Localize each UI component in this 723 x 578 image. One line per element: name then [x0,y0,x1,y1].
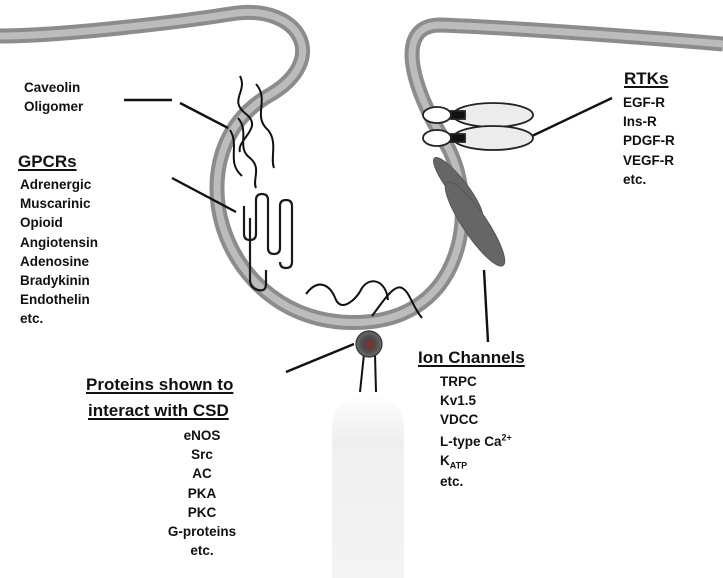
csd-protein [332,331,404,578]
csd-proteins-list: eNOS Src AC PKA PKC G-proteins etc. [140,426,264,560]
ion-channel [428,153,513,273]
csd-protein-item: etc. [140,541,264,560]
rtk-item: EGF-R [623,93,675,112]
caveolin-label-line1: Caveolin [24,78,80,97]
csd-protein-item: Src [140,445,264,464]
katp-sub: ATP [450,461,467,471]
ca-text: L-type Ca [440,434,502,449]
gpcrs-heading: GPCRs [18,151,77,172]
gpcr-item: Endothelin [20,290,98,309]
rtk-item: PDGF-R [623,131,675,150]
ion-channel-item: VDCC [440,410,512,429]
gpcr-item: Bradykinin [20,271,98,290]
rtk-item: Ins-R [623,112,675,131]
ion-channel-item: TRPC [440,372,512,391]
rtks-heading: RTKs [624,68,668,89]
csd-protein-item: AC [140,464,264,483]
ion-channel-item-ca: L-type Ca2+ [440,432,512,451]
ca-sup: 2+ [502,432,512,442]
ion-channel-item-katp: KATP [440,451,512,470]
csd-protein-item: PKC [140,503,264,522]
ion-channels-heading: Ion Channels [418,347,525,368]
csd-heading-line2: interact with CSD [88,400,229,421]
rtk-item: VEGF-R [623,151,675,170]
plasma-membrane [0,12,723,322]
csd-protein-item: PKA [140,484,264,503]
rtks-list: EGF-R Ins-R PDGF-R VEGF-R etc. [623,93,675,189]
ion-channel-item: Kv1.5 [440,391,512,410]
katp-text: K [440,453,450,468]
gpcr-item: Angiotensin [20,233,98,252]
csd-protein-item: G-proteins [140,522,264,541]
csd-heading-line1: Proteins shown to [86,374,233,395]
csd-protein-item: eNOS [140,426,264,445]
gpcr-item: Muscarinic [20,194,98,213]
ion-channels-list: TRPC Kv1.5 VDCC L-type Ca2+ KATP etc. [440,372,512,491]
rtk-item: etc. [623,170,675,189]
gpcrs-list: Adrenergic Muscarinic Opioid Angiotensin… [20,175,98,329]
gpcr-item: Adenosine [20,252,98,271]
gpcr-item: Adrenergic [20,175,98,194]
caveolin-label-line2: Oligomer [24,97,83,116]
gpcr-item: etc. [20,309,98,328]
gpcr-item: Opioid [20,213,98,232]
ion-channel-item: etc. [440,472,512,491]
